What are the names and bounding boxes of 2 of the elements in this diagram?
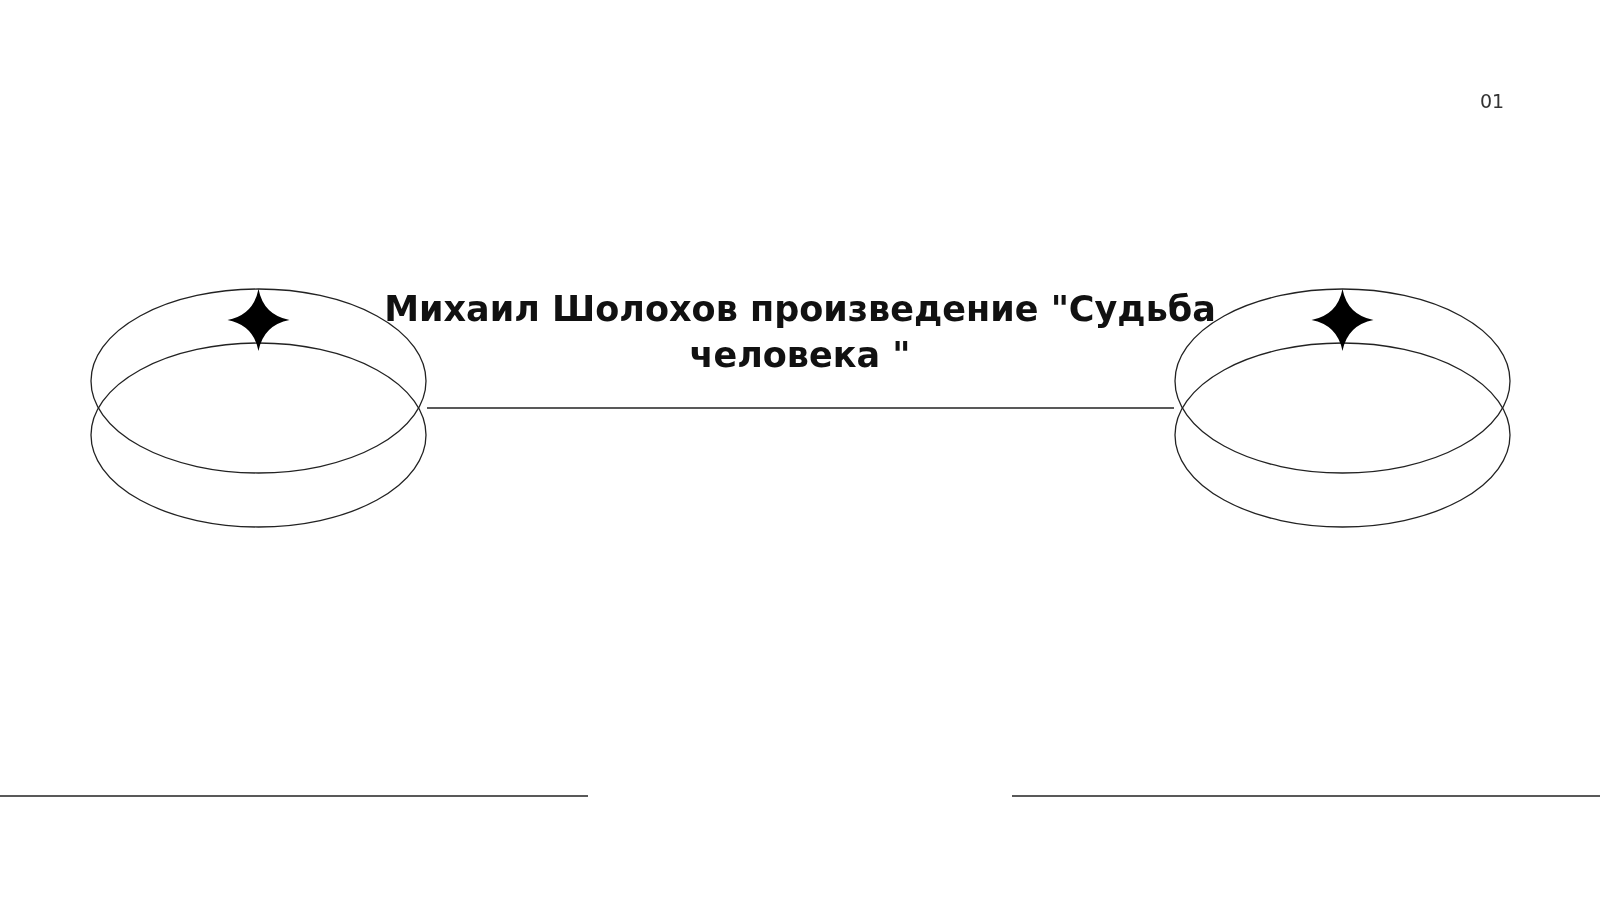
slide-title: Михаил Шолохов произведение "Судьба человека " (383, 288, 1217, 377)
page-number: 01 (1480, 90, 1505, 112)
